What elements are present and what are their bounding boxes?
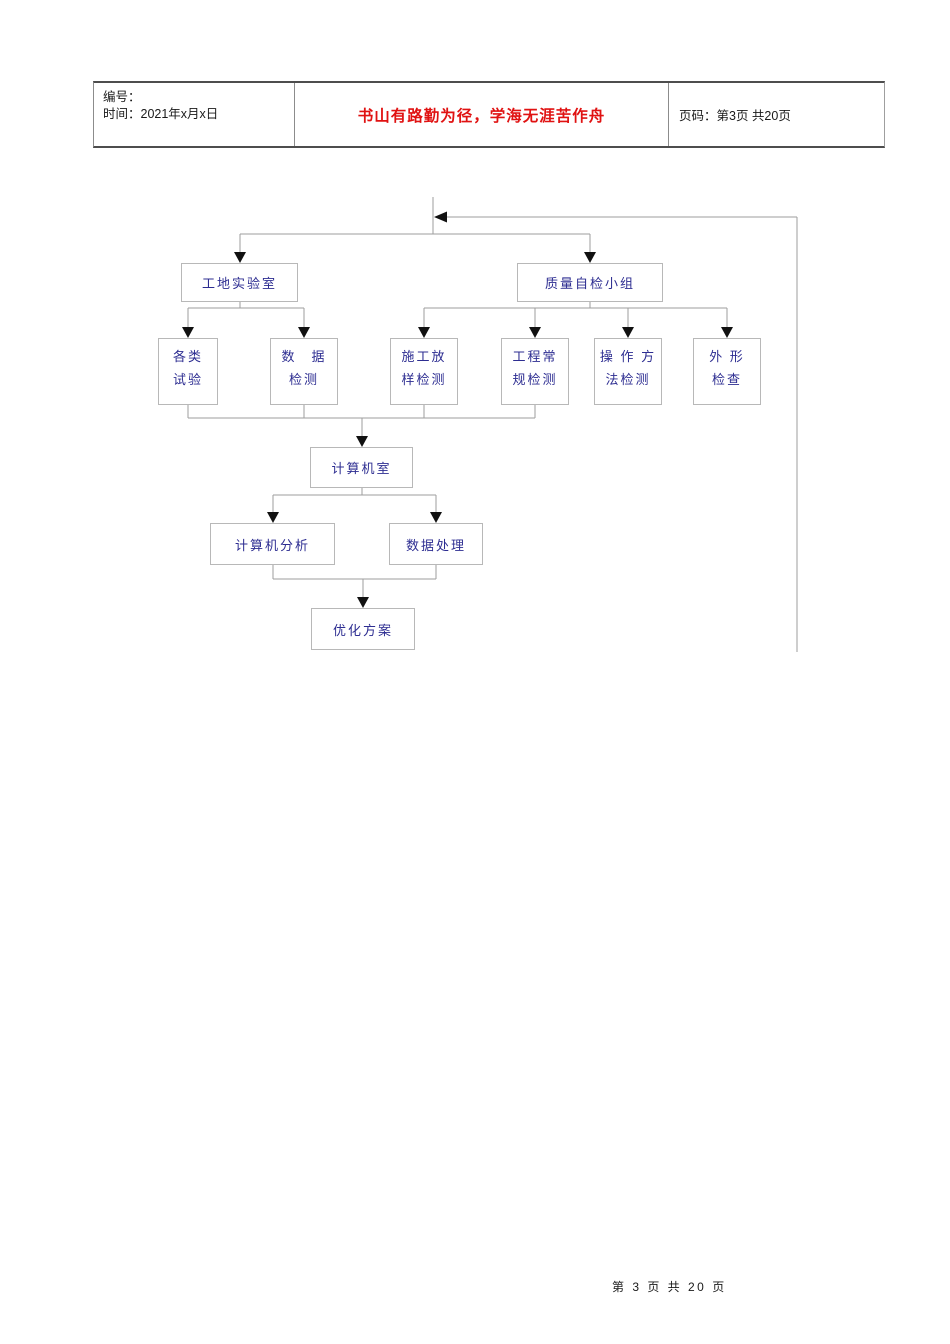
- node-quality-self-check-group: 质量自检小组: [517, 263, 663, 302]
- node-label-line1: 工程常: [512, 349, 558, 364]
- node-label-line1: 施工放: [401, 349, 447, 364]
- node-label-line1: 各类: [172, 349, 203, 364]
- arrow-down-icon: [430, 512, 442, 523]
- connector-quality-split: [418, 302, 733, 338]
- arrow-down-icon: [622, 327, 634, 338]
- connector-merge-to-optimization: [272, 565, 437, 608]
- node-optimization-plan: 优化方案: [311, 608, 415, 650]
- header-cell-meta: 编号： 时间：2021年x月x日: [94, 83, 295, 146]
- header-table: 编号： 时间：2021年x月x日 书山有路勤为径，学海无涯苦作舟 页码：第3页 …: [93, 81, 885, 148]
- node-construction-layout-detection: 施工放 样检测: [390, 338, 458, 405]
- node-label: 计算机分析: [234, 537, 310, 553]
- node-label-line1: 操 作 方: [599, 349, 657, 364]
- connector-merge-to-computer-room: [187, 405, 536, 447]
- motto-text: 书山有路勤为径，学海无涯苦作舟: [357, 107, 606, 125]
- node-label: 优化方案: [332, 622, 393, 638]
- arrow-down-icon: [182, 327, 194, 338]
- node-site-laboratory: 工地实验室: [181, 263, 298, 302]
- node-routine-engineering-detection: 工程常 规检测: [501, 338, 569, 405]
- node-computer-analysis: 计算机分析: [210, 523, 335, 565]
- connector-computer-room-split: [267, 488, 442, 523]
- arrow-down-icon: [418, 327, 430, 338]
- arrow-down-icon: [356, 436, 368, 447]
- header-cell-motto: 书山有路勤为径，学海无涯苦作舟: [295, 83, 669, 146]
- arrow-down-icon: [357, 597, 369, 608]
- node-label-line2: 样检测: [401, 372, 447, 387]
- footer-page-indicator: 第 3 页 共 20 页: [612, 1280, 727, 1294]
- node-various-tests: 各类 试验: [158, 338, 218, 405]
- arrow-left-icon: [434, 211, 447, 223]
- node-label-line2: 检测: [288, 372, 319, 387]
- node-label-line2: 法检测: [605, 372, 651, 387]
- node-label: 工地实验室: [201, 276, 277, 291]
- node-label: 质量自检小组: [544, 276, 635, 291]
- node-data-processing: 数据处理: [389, 523, 483, 565]
- arrow-down-icon: [721, 327, 733, 338]
- connector-sitelab-split: [182, 302, 310, 338]
- node-label-line2: 规检测: [512, 372, 558, 387]
- node-label-line1: 外 形: [709, 349, 745, 364]
- node-label: 计算机室: [331, 461, 392, 476]
- arrow-down-icon: [234, 252, 246, 263]
- node-data-detection: 数 据 检测: [270, 338, 338, 405]
- node-label-line1: 数 据: [281, 349, 327, 364]
- node-label: 数据处理: [405, 537, 466, 553]
- page-number-label: 页码：第3页 共20页: [679, 109, 791, 123]
- arrow-down-icon: [584, 252, 596, 263]
- arrow-down-icon: [298, 327, 310, 338]
- arrow-down-icon: [267, 512, 279, 523]
- node-operation-method-detection: 操 作 方 法检测: [594, 338, 662, 405]
- doc-number-label: 编号：: [103, 90, 141, 104]
- node-label-line2: 检查: [711, 372, 742, 387]
- node-appearance-check: 外 形 检查: [693, 338, 761, 405]
- arrow-down-icon: [529, 327, 541, 338]
- connector-level1-split: [234, 233, 596, 263]
- node-computer-room: 计算机室: [310, 447, 413, 488]
- header-cell-page: 页码：第3页 共20页: [669, 83, 886, 146]
- node-label-line2: 试验: [172, 372, 203, 387]
- doc-time-label: 时间：2021年x月x日: [103, 107, 219, 121]
